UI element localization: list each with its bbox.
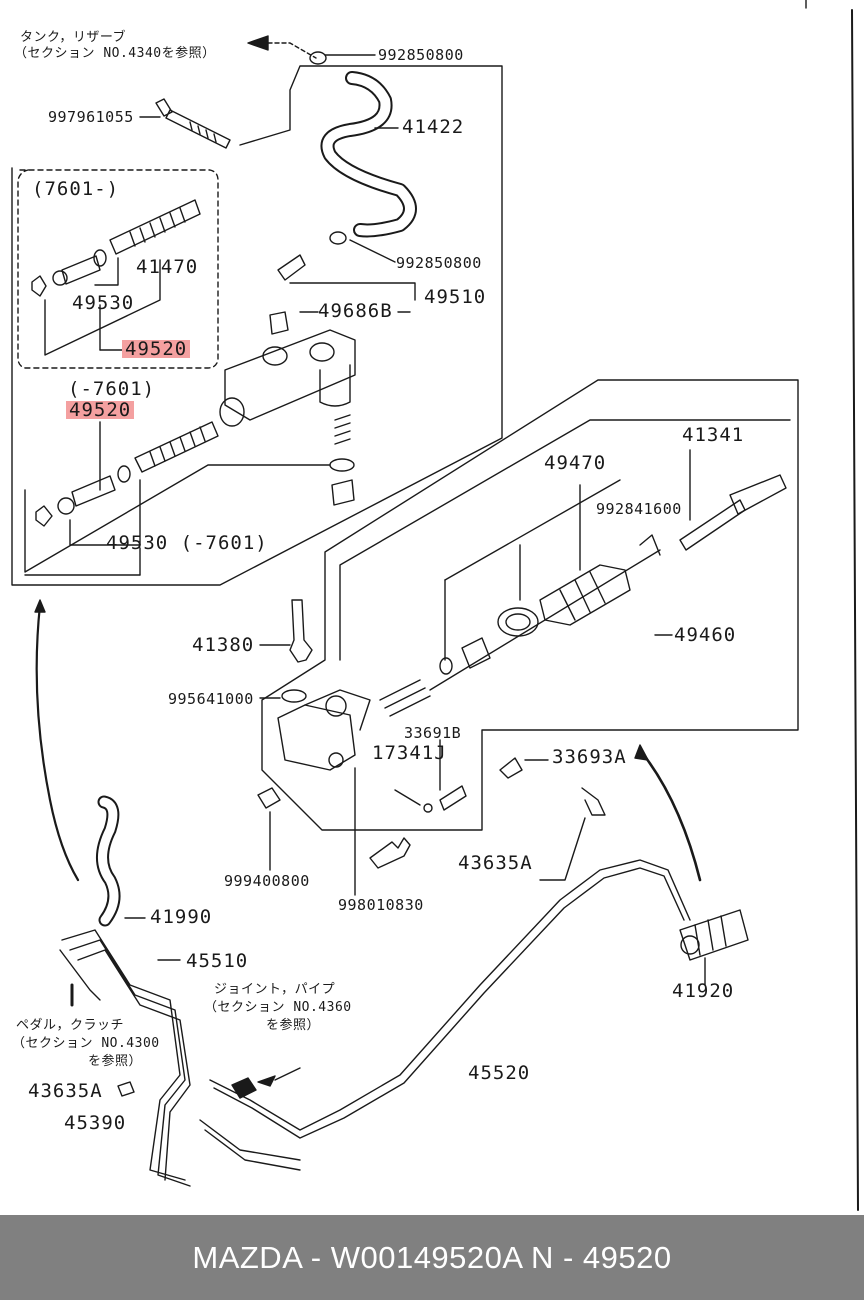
washer-995641000-icon bbox=[281, 689, 307, 703]
bolt-998010830-icon bbox=[369, 837, 411, 869]
note-tank-reserve-line1: タンク，リザーブ bbox=[20, 30, 127, 45]
note-joint-pipe-line3: を参照） bbox=[266, 1018, 321, 1033]
part-label-45520: 45520 bbox=[468, 1062, 531, 1084]
kit-parts-upper-icon bbox=[31, 199, 201, 297]
note-pedal-clutch-line3: を参照） bbox=[88, 1054, 143, 1069]
master-cylinder-49510-icon bbox=[219, 254, 356, 427]
hose-41422-icon bbox=[320, 71, 417, 238]
part-label-995641000: 995641000 bbox=[168, 690, 254, 708]
part-label-998010830: 998010830 bbox=[338, 896, 424, 914]
part-label-992850800-top: 992850800 bbox=[378, 46, 464, 64]
part-label-45510: 45510 bbox=[186, 950, 249, 972]
footer-bar: MAZDA - W00149520A N - 49520 bbox=[0, 1215, 864, 1300]
diagram-drawing bbox=[11, 0, 859, 1211]
clip-43635a-icon bbox=[581, 787, 606, 816]
part-label-33693a: 33693A bbox=[552, 746, 627, 768]
part-label-49510: 49510 bbox=[424, 286, 487, 308]
pushrod-41341-icon bbox=[679, 474, 787, 551]
part-label-49460: 49460 bbox=[674, 624, 737, 646]
note-joint-pipe-line2: （セクション NO.4360 bbox=[204, 1000, 352, 1015]
part-label-45390: 45390 bbox=[64, 1112, 127, 1134]
part-label-992841600: 992841600 bbox=[596, 500, 682, 518]
pipe-45520-icon bbox=[209, 859, 691, 1131]
kit-parts-lower-icon bbox=[35, 421, 219, 527]
note-pedal-clutch-line2: （セクション NO.4300 bbox=[12, 1036, 160, 1051]
clip-992850800-top-icon bbox=[309, 51, 327, 65]
part-label-997961055: 997961055 bbox=[48, 108, 134, 126]
footer-part-number: MAZDA - W00149520A N - 49520 bbox=[192, 1239, 672, 1275]
part-label-41341: 41341 bbox=[682, 424, 745, 446]
spring-and-seal-stack-icon bbox=[329, 414, 355, 506]
part-label-49686b: 49686B bbox=[318, 300, 393, 322]
piston-and-spring-icon bbox=[379, 637, 491, 717]
note-joint-pipe-line1: ジョイント，パイプ bbox=[214, 982, 336, 997]
slave-cylinder-41920-bracket-icon bbox=[277, 689, 371, 771]
part-label-49470: 49470 bbox=[544, 452, 607, 474]
part-label-49530-upper: 49530 bbox=[72, 292, 135, 314]
note-tank-reserve-line2: （セクション NO.4340を参照） bbox=[14, 46, 216, 61]
part-label-41920: 41920 bbox=[672, 980, 735, 1002]
note-pedal-clutch-line1: ペダル，クラッチ bbox=[16, 1018, 125, 1033]
bolt-997961055-icon bbox=[155, 98, 231, 149]
part-label-49520-highlight-upper: 49520 bbox=[122, 340, 191, 359]
clip-992850800-mid-icon bbox=[329, 231, 347, 245]
part-label-41422: 41422 bbox=[402, 116, 465, 138]
parts-diagram: タンク，リザーブ （セクション NO.4340を参照） ペダル，クラッチ （セク… bbox=[11, 0, 859, 1211]
slave-cylinder-41920-icon bbox=[679, 909, 749, 961]
part-label-17341j: 17341J bbox=[372, 742, 447, 764]
part-label-41470: 41470 bbox=[136, 256, 199, 278]
part-label-43635a-left: 43635A bbox=[28, 1080, 103, 1102]
part-label-992850800-mid: 992850800 bbox=[396, 254, 482, 272]
part-label-7601-from: (7601-) bbox=[32, 178, 120, 200]
pipe-41380-icon bbox=[289, 599, 313, 663]
part-label-41380: 41380 bbox=[192, 634, 255, 656]
part-label-41990: 41990 bbox=[150, 906, 213, 928]
nut-999400800-icon bbox=[257, 787, 281, 809]
pipe-bundle-45510-icon bbox=[59, 929, 191, 1187]
part-label-999400800: 999400800 bbox=[224, 872, 310, 890]
tank-reference-arrow bbox=[247, 35, 317, 59]
part-label-43635a-right: 43635A bbox=[458, 852, 533, 874]
boot-49470-icon bbox=[497, 564, 631, 637]
part-label-33691b: 33691B bbox=[404, 724, 462, 742]
part-label-49530-lower: 49530 (-7601) bbox=[106, 532, 268, 554]
part-label-49520-highlight-lower: 49520 bbox=[66, 401, 135, 420]
part-label-7601-to: (-7601) bbox=[68, 378, 156, 400]
